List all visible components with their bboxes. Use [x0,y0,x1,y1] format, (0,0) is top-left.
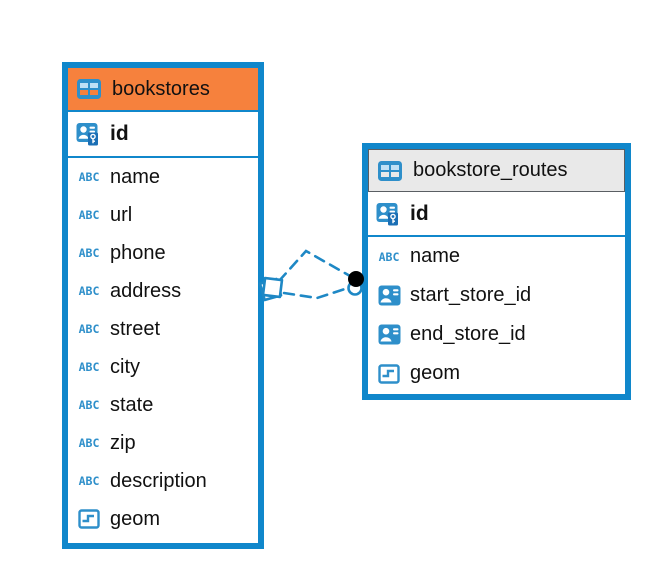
column-name: geom [410,362,461,384]
column-row[interactable]: ABC url [68,196,258,234]
column-row[interactable]: ABC description [68,462,258,500]
column-name: geom [110,507,161,530]
column-row[interactable]: start_store_id [368,276,625,315]
column-row[interactable]: ABC name [368,237,625,276]
abc-icon: ABC [78,322,100,336]
column-name: address [110,279,182,302]
column-row[interactable]: end_store_id [368,315,625,354]
column-name: id [410,201,429,225]
column-row[interactable]: ABC phone [68,234,258,272]
abc-icon: ABC [78,170,100,184]
abc-icon: ABC [78,284,100,298]
column-name: street [110,317,161,340]
abc-icon: ABC [78,436,100,450]
entity-title: bookstores [112,77,210,100]
entity-bookstores[interactable]: bookstores id ABC name ABC url ABC phone… [62,62,264,549]
relationship-line[interactable] [282,286,350,300]
abc-icon: ABC [78,208,100,222]
bookstores-header[interactable]: bookstores [68,68,258,112]
column-name: end_store_id [410,323,526,345]
column-row[interactable]: geom [68,500,258,538]
bookstore-routes-header[interactable]: bookstore_routes [368,149,625,192]
column-row[interactable]: ABC zip [68,424,258,462]
column-row[interactable]: geom [368,354,625,393]
column-row[interactable]: ABC city [68,348,258,386]
column-row-pk[interactable]: id [68,112,258,158]
geometry-icon [74,509,104,529]
column-name: start_store_id [410,284,532,306]
column-row[interactable]: ABC state [68,386,258,424]
person-key-icon [73,122,103,146]
person-card-icon [374,285,404,306]
column-name: description [110,469,207,492]
column-name: url [110,203,133,226]
column-row[interactable]: ABC street [68,310,258,348]
column-name: name [410,245,461,267]
column-row-pk[interactable]: id [368,192,625,237]
abc-icon: ABC [78,398,100,412]
column-row[interactable]: ABC address [68,272,258,310]
abc-icon: ABC [78,360,100,374]
column-name: state [110,393,154,416]
entity-title: bookstore_routes [413,159,568,181]
column-name: phone [110,241,166,264]
column-name: name [110,165,161,188]
column-name: zip [110,431,136,454]
geometry-icon [374,363,404,384]
column-name: id [110,122,129,145]
relationship-line[interactable] [277,249,352,283]
column-name: city [110,355,140,378]
person-key-icon [373,202,403,226]
abc-icon: ABC [78,474,100,488]
person-card-icon [374,324,404,345]
abc-icon: ABC [378,249,400,264]
entity-bookstore-routes[interactable]: bookstore_routes id ABC name [362,143,631,400]
abc-icon: ABC [78,246,100,260]
column-row[interactable]: ABC name [68,158,258,196]
table-grid-icon [74,79,104,99]
table-grid-icon [375,160,405,181]
